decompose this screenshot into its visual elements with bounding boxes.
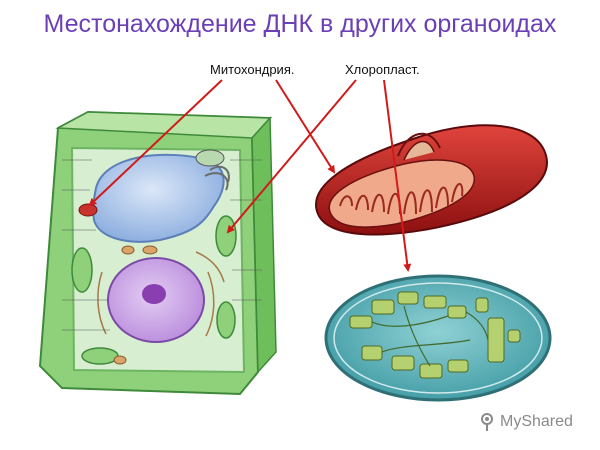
watermark-text: MyShared: [500, 413, 573, 430]
pointer-arrows: [88, 79, 412, 272]
chloroplast-label: Хлоропласт.: [345, 62, 420, 77]
arrow-mitochondria-to-organelle: [275, 79, 336, 174]
grana: [349, 291, 521, 379]
watermark: MyShared: [478, 412, 573, 432]
nucleolus: [142, 284, 166, 304]
arrow-chloroplast-to-cell: [226, 79, 357, 234]
mitochondrion-inner-cut: [328, 159, 475, 228]
mitochondrion: [315, 124, 548, 236]
central-vacuole: [92, 153, 225, 243]
cell-chloroplast: [216, 301, 236, 339]
tree-logo-icon: [481, 413, 493, 431]
cell-chloroplast: [71, 247, 93, 293]
arrow-chloroplast-to-organelle: [383, 79, 412, 272]
slide-title: Местонахождение ДНК в других органоидах: [43, 10, 557, 38]
cell-mitochondrion: [78, 203, 98, 217]
plant-cell: [38, 110, 277, 396]
arrow-mitochondria-to-cell: [88, 79, 223, 207]
cell-mitochondrion: [142, 245, 158, 255]
cell-chloroplast: [215, 215, 237, 257]
mitochondria-label: Митохондрия.: [210, 62, 295, 77]
chloroplast: [324, 274, 552, 402]
cell-chloroplast: [81, 347, 119, 365]
